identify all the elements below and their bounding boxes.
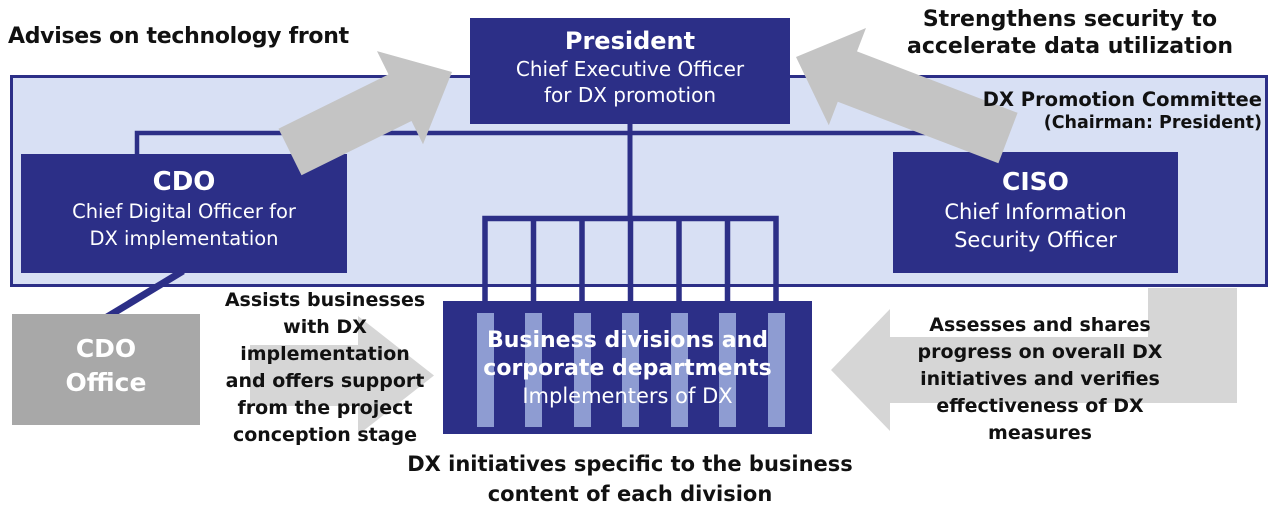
ciso-box: CISO Chief Information Security Officer xyxy=(893,152,1178,273)
division-stripe xyxy=(573,313,591,427)
president-title: President xyxy=(564,27,696,55)
division-stripe xyxy=(525,313,542,427)
president-subtitle-line: Chief Executive Officer xyxy=(515,57,745,81)
cdo-subtitle-line: DX implementation xyxy=(89,227,279,250)
committee-label: DX Promotion Committee (Chairman: Presid… xyxy=(982,88,1262,133)
business-title-line: Business divisions and xyxy=(486,328,769,353)
strengthens-caption: Strengthens security to accelerate data … xyxy=(906,7,1233,59)
president-subtitle-line: for DX promotion xyxy=(543,83,717,107)
cdo-subtitle-line: Chief Digital Officer for xyxy=(72,200,296,223)
ciso-title: CISO xyxy=(1002,167,1069,196)
assists-caption: Assists businesses with DX implementatio… xyxy=(224,289,426,446)
cdo-office-box: CDO Office xyxy=(12,314,200,425)
division-stripe xyxy=(670,313,688,427)
ciso-subtitle-line: Security Officer xyxy=(954,228,1117,252)
business-subtitle: Implementers of DX xyxy=(522,384,733,408)
cdo-office-title-line: CDO xyxy=(75,334,137,363)
cdo-box: CDO Chief Digital Officer for DX impleme… xyxy=(21,154,347,273)
advises-caption: Advises on technology front xyxy=(8,24,349,49)
bottom-caption: DX initiatives specific to the business … xyxy=(407,452,853,506)
division-stripe xyxy=(767,313,785,427)
assesses-caption: Assesses and shares progress on overall … xyxy=(917,314,1163,444)
cdo-office-title-line: Office xyxy=(65,368,147,397)
division-stripe xyxy=(476,313,494,427)
business-divisions-box: Business divisions and corporate departm… xyxy=(443,301,812,434)
division-stripe xyxy=(719,313,736,427)
business-title-line: corporate departments xyxy=(483,356,772,381)
president-box: President Chief Executive Officer for DX… xyxy=(470,18,790,124)
ciso-subtitle-line: Chief Information xyxy=(944,200,1127,224)
division-stripe xyxy=(622,313,639,427)
cdo-title: CDO xyxy=(152,167,216,197)
